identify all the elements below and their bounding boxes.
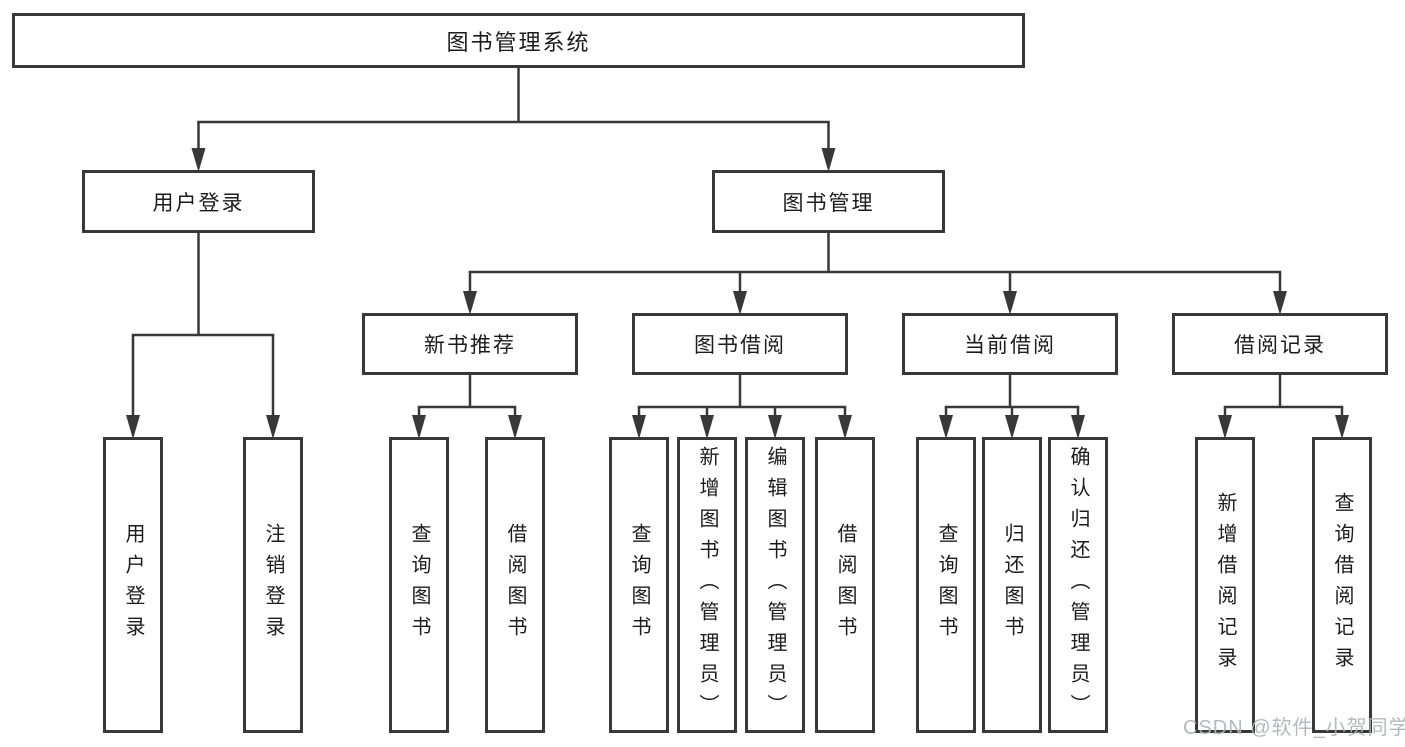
node-label: 用户登录 (152, 191, 245, 215)
node-book-management: 图书管理 (712, 170, 945, 233)
node-label: 确认归还（管理员） (1067, 445, 1089, 725)
node-label: 借阅图书 (504, 523, 526, 647)
watermark: CSDN @软件_小贺同学 (1183, 717, 1405, 739)
node-query-borrow-record: 查询借阅记录 (1312, 437, 1372, 733)
node-borrow-books-recommend: 借阅图书 (485, 437, 545, 733)
node-label: 当前借阅 (964, 334, 1056, 357)
node-add-book-admin: 新增图书（管理员） (677, 437, 737, 733)
node-label: 归还图书 (1001, 523, 1023, 647)
node-label: 注销登录 (262, 523, 284, 647)
node-label: 借阅记录 (1234, 334, 1326, 357)
node-borrow-books-borrowing: 借阅图书 (815, 437, 875, 733)
node-label: 新增图书（管理员） (696, 445, 718, 725)
node-query-books-recommend: 查询图书 (389, 437, 449, 733)
node-label: 新增借阅记录 (1214, 492, 1236, 678)
node-label: 查询图书 (628, 523, 650, 647)
node-query-books-current: 查询图书 (916, 437, 976, 733)
node-edit-book-admin: 编辑图书（管理员） (745, 437, 805, 733)
node-user-login: 用户登录 (82, 170, 315, 233)
node-label: 编辑图书（管理员） (764, 445, 786, 725)
node-label: 查询图书 (935, 523, 957, 647)
node-return-book: 归还图书 (982, 437, 1042, 733)
node-label: 用户登录 (122, 523, 144, 647)
node-current-borrowing: 当前借阅 (902, 313, 1118, 375)
node-book-borrowing: 图书借阅 (632, 313, 848, 375)
node-confirm-return-admin: 确认归还（管理员） (1048, 437, 1108, 733)
node-new-book-recommend: 新书推荐 (362, 313, 578, 375)
node-login-action: 用户登录 (103, 437, 163, 733)
node-logout-action: 注销登录 (243, 437, 303, 733)
node-add-borrow-record: 新增借阅记录 (1195, 437, 1255, 733)
node-label: 图书管理系统 (446, 29, 591, 55)
node-label: 图书借阅 (694, 334, 786, 357)
node-borrowing-records: 借阅记录 (1172, 313, 1388, 375)
node-query-books-borrowing: 查询图书 (609, 437, 669, 733)
node-label: 查询图书 (408, 523, 430, 647)
node-label: 借阅图书 (834, 523, 856, 647)
node-label: 图书管理 (782, 191, 875, 215)
node-root: 图书管理系统 (12, 13, 1025, 68)
node-label: 查询借阅记录 (1331, 492, 1353, 678)
node-label: 新书推荐 (424, 334, 516, 357)
